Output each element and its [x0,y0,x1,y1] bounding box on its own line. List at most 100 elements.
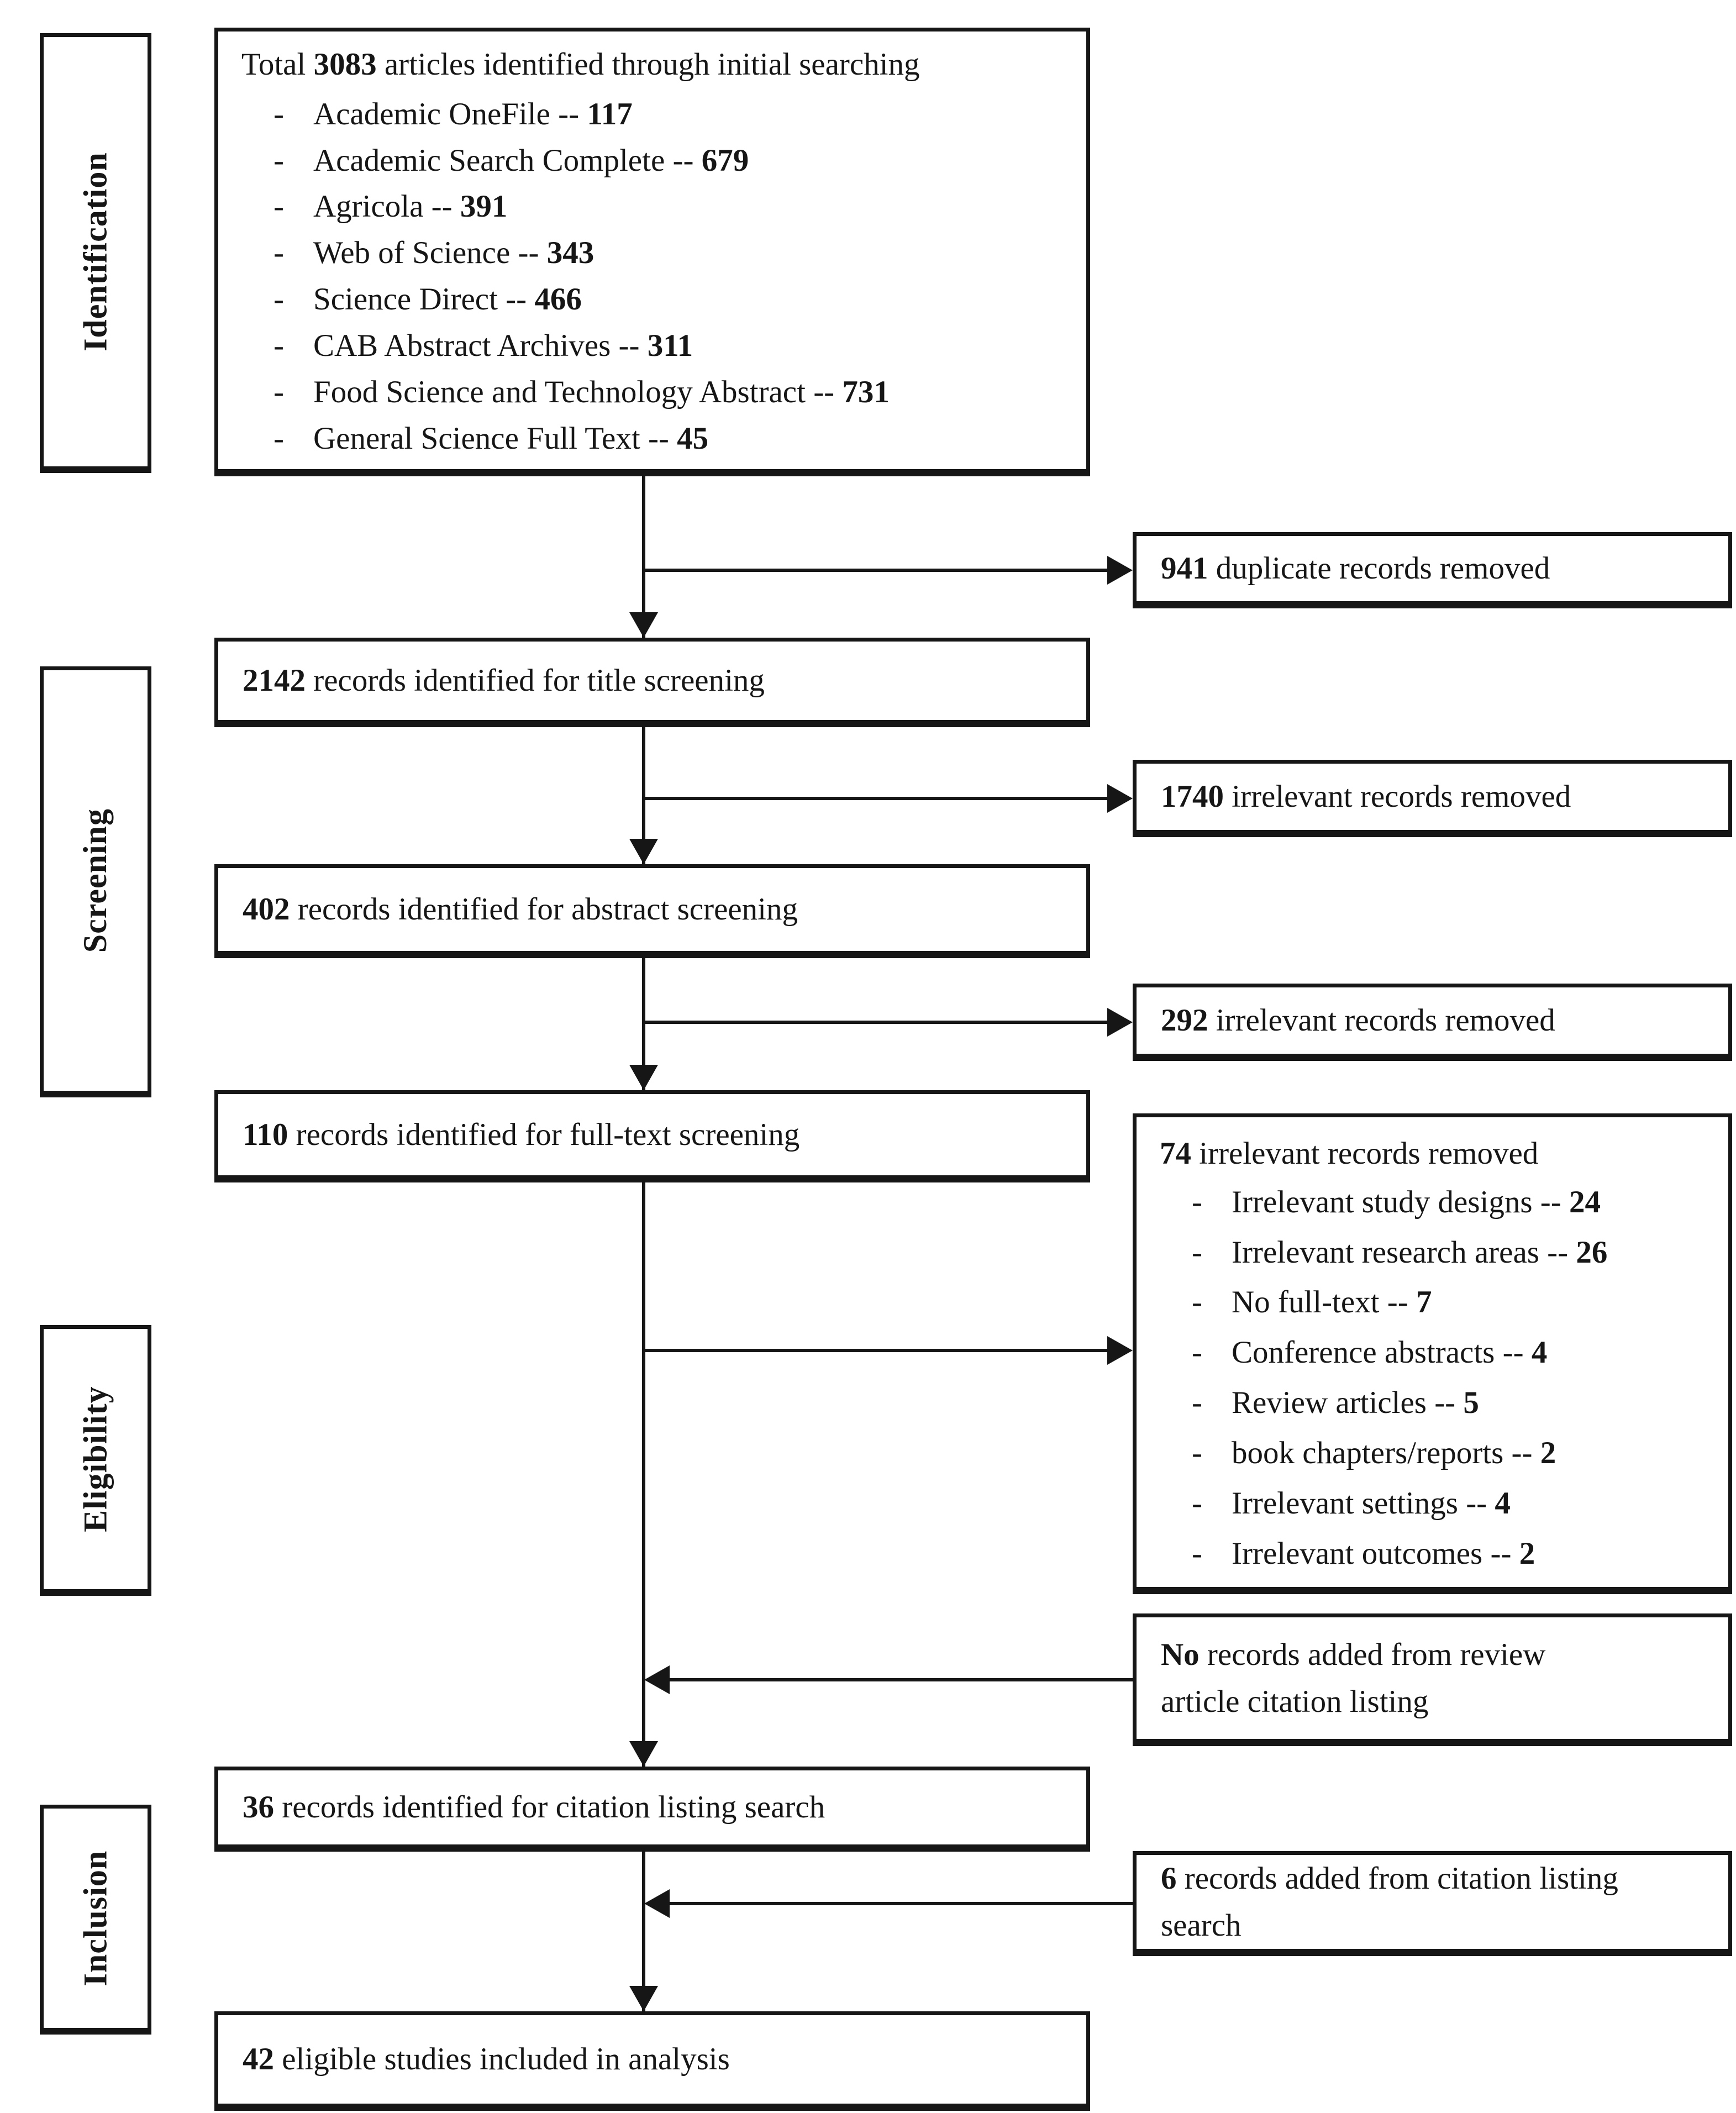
separator: -- [813,374,835,409]
reason-name: Irrelevant research areas [1232,1234,1539,1270]
initial-count: 3083 [313,47,377,82]
source-item: - Food Science and Technology Abstract -… [273,375,1075,410]
reason-item: - Irrelevant research areas -- 26 [1192,1235,1723,1270]
abstract-screening-text: 402 records identified for abstract scre… [243,892,798,927]
connector-citation-search-to-included [642,1852,645,2011]
separator: -- [518,235,539,271]
box-duplicates-removed: 941 duplicate records removed [1133,532,1732,608]
fulltext-removed-title: 74 irrelevant records removed [1160,1136,1539,1171]
arrowhead-left-review-citations-added [644,1665,670,1694]
list-dash: - [273,235,284,271]
connector-initial-to-title [642,476,645,638]
separator: -- [1490,1536,1512,1571]
initial-search-title: Total 3083 articles identified through i… [218,31,1086,82]
reason-name: Irrelevant outcomes [1232,1536,1483,1571]
included-text: 42 eligible studies included in analysis [243,2042,730,2077]
citations-added-text: 6 records added from citation listing se… [1161,1860,1618,1943]
separator: -- [506,282,527,317]
reason-name: Conference abstracts [1232,1335,1495,1370]
initial-text: articles identified through initial sear… [384,47,920,82]
title-irrelevant-removed-text: 1740 irrelevant records removed [1161,779,1571,814]
arrowhead-down-fulltext-screening [629,1065,658,1090]
source-count: 45 [677,421,709,456]
reason-item: - Irrelevant study designs -- 24 [1192,1185,1723,1220]
separator: -- [1547,1234,1569,1270]
source-item: - Academic OneFile -- 117 [273,97,1075,132]
list-dash: - [273,189,284,224]
reason-item: - No full-text -- 7 [1192,1285,1723,1320]
source-count: 731 [842,374,890,409]
reason-item: - book chapters/reports -- 2 [1192,1436,1723,1471]
abstract-irrelevant-removed-text: 292 irrelevant records removed [1161,1003,1555,1038]
box-title-irrelevant-removed: 1740 irrelevant records removed [1133,760,1732,837]
reason-count: 26 [1576,1234,1608,1270]
box-abstract-irrelevant-removed: 292 irrelevant records removed [1133,984,1732,1061]
reason-count: 2 [1519,1536,1535,1571]
stage-label-identification: Identification [77,152,114,351]
branch-to-title-irrelevant-removed [644,797,1108,800]
list-dash: - [273,96,284,132]
box-included: 42 eligible studies included in analysis [214,2011,1090,2111]
box-title-screening: 2142 records identified for title screen… [214,638,1090,727]
arrowhead-down-citation-search [629,1741,658,1767]
list-dash: - [1192,1234,1202,1270]
separator: -- [1511,1435,1533,1470]
source-item: - Agricola -- 391 [273,189,1075,224]
reason-name: No full-text [1232,1285,1380,1320]
stage-box-screening: Screening [40,666,151,1097]
list-dash: - [1192,1435,1202,1470]
citation-search-text: 36 records identified for citation listi… [243,1790,825,1825]
list-dash: - [1192,1385,1202,1421]
source-item: - CAB Abstract Archives -- 311 [273,328,1075,364]
separator: -- [558,96,580,132]
separator: -- [1434,1385,1456,1421]
reason-count: 2 [1540,1435,1556,1470]
source-count: 117 [587,96,633,132]
branch-to-abstract-irrelevant-removed [644,1021,1108,1024]
box-review-citations-added: No records added from review article cit… [1133,1613,1732,1746]
list-dash: - [1192,1184,1202,1220]
reason-name: Review articles [1232,1385,1427,1421]
source-name: Agricola [313,189,424,224]
reason-count: 24 [1569,1184,1601,1220]
source-item: - Web of Science -- 343 [273,235,1075,271]
arrowhead-right-fulltext-irrelevant-removed [1107,1336,1133,1365]
reason-name: Irrelevant study designs [1232,1184,1533,1220]
list-dash: - [273,374,284,409]
stage-box-inclusion: Inclusion [40,1805,151,2035]
initial-prefix: Total [241,47,306,82]
branch-to-duplicates-removed [644,569,1108,572]
box-citation-search: 36 records identified for citation listi… [214,1767,1090,1852]
reason-item: - Review articles -- 5 [1192,1385,1723,1421]
box-abstract-screening: 402 records identified for abstract scre… [214,864,1090,958]
separator: -- [1387,1285,1408,1320]
stage-box-eligibility: Eligibility [40,1325,151,1596]
source-name: Academic OneFile [313,96,550,132]
branch-from-review-citations-added [663,1678,1133,1681]
reason-count: 4 [1531,1335,1548,1370]
fulltext-screening-text: 110 records identified for full-text scr… [243,1117,800,1152]
separator: -- [648,421,669,456]
separator: -- [1502,1335,1524,1370]
exclusion-reason-list: - Irrelevant study designs -- 24 - Irrel… [1137,1185,1728,1571]
arrowhead-down-title-screening [629,612,658,638]
separator: -- [618,328,640,363]
reason-count: 4 [1495,1485,1511,1521]
list-dash: - [273,328,284,363]
reason-name: Irrelevant settings [1232,1485,1458,1521]
arrowhead-right-duplicates-removed [1107,556,1133,585]
stage-label-eligibility: Eligibility [77,1386,114,1532]
source-name: General Science Full Text [313,421,640,456]
source-item: - Science Direct -- 466 [273,282,1075,317]
connector-fulltext-to-citation-search [642,1182,645,1767]
list-dash: - [1192,1536,1202,1571]
source-count: 311 [647,328,693,363]
connector-title-to-abstract [642,727,645,864]
separator: -- [1540,1184,1561,1220]
source-count: 391 [460,189,508,224]
list-dash: - [1192,1485,1202,1521]
stage-box-identification: Identification [40,33,151,473]
separator: -- [431,189,453,224]
connector-abstract-to-fulltext [642,958,645,1090]
